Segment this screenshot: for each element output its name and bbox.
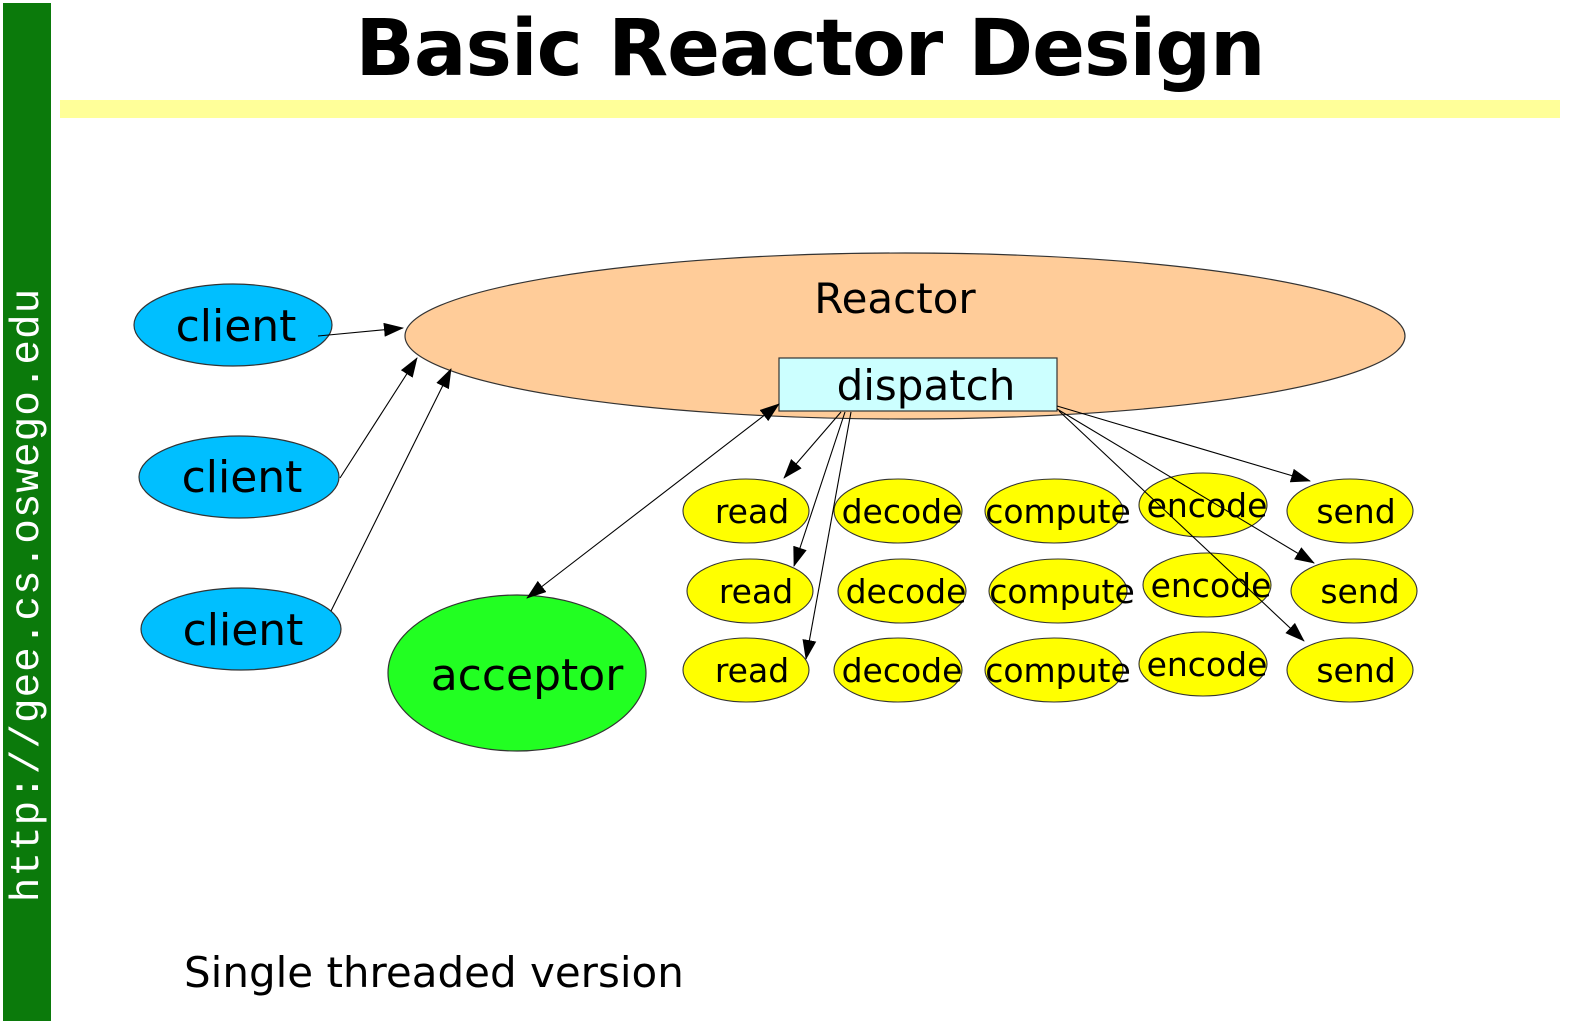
handler-send-node: send — [1290, 558, 1418, 624]
sidebar-banner: http://gee.cs.oswego.edu — [3, 3, 51, 1021]
handler-send-label: send — [1316, 651, 1395, 690]
edge-dispatch-read1 — [783, 411, 842, 479]
handler-send-label: send — [1320, 572, 1399, 611]
handler-read-node: read — [682, 637, 810, 703]
handler-decode-label: decode — [842, 651, 963, 690]
edge-dispatch-read2 — [793, 411, 846, 567]
handler-read-label: read — [715, 651, 789, 690]
handler-send-ellipse — [1286, 478, 1414, 544]
handler-compute-node: compute — [988, 558, 1135, 624]
handler-decode-ellipse — [837, 558, 967, 624]
edge-dispatch-read3 — [802, 411, 852, 660]
dispatch-node: dispatch — [778, 357, 1058, 412]
handler-decode-node: decode — [833, 637, 963, 703]
handler-read-node: read — [682, 478, 810, 544]
handler-send-node: send — [1286, 637, 1414, 703]
client-ellipse — [133, 283, 333, 367]
handler-encode-ellipse — [1142, 552, 1272, 618]
edge-dispatch-send3 — [1058, 410, 1305, 642]
handler-compute-ellipse — [988, 558, 1128, 624]
handler-encode-ellipse — [1138, 472, 1268, 538]
handler-decode-label: decode — [842, 492, 963, 531]
edge-client3-reactor — [330, 368, 452, 612]
edge-dispatch-acceptor — [526, 403, 780, 599]
handler-decode-ellipse — [833, 478, 963, 544]
acceptor-node: acceptor — [387, 594, 647, 752]
handler-decode-ellipse — [833, 637, 963, 703]
edge-client2-reactor — [339, 357, 418, 479]
handler-read-ellipse — [682, 637, 810, 703]
client-node: client — [133, 283, 333, 367]
handler-decode-node: decode — [837, 558, 967, 624]
acceptor-label: acceptor — [431, 650, 625, 701]
slide-title: Basic Reactor Design — [355, 4, 1265, 94]
handler-encode-label: encode — [1147, 645, 1268, 684]
handler-send-node: send — [1286, 478, 1414, 544]
dispatch-label: dispatch — [837, 361, 1016, 410]
handler-compute-label: compute — [985, 651, 1131, 690]
client-ellipse — [138, 435, 340, 519]
slide-caption: Single threaded version — [184, 948, 684, 997]
acceptor-ellipse — [387, 594, 647, 752]
handler-read-node: read — [686, 558, 814, 624]
handler-compute-label: compute — [985, 492, 1131, 531]
handler-compute-ellipse — [984, 478, 1124, 544]
client-node: client — [138, 435, 340, 519]
edge-client1-reactor — [317, 322, 404, 337]
reactor-ellipse — [404, 252, 1406, 420]
client-node: client — [140, 587, 342, 671]
handler-send-label: send — [1316, 492, 1395, 531]
client-label: client — [176, 301, 297, 352]
handler-grid: read decode compute encode send read decode com… — [682, 472, 1418, 703]
handler-encode-label: encode — [1147, 486, 1268, 525]
handler-encode-node: encode — [1142, 552, 1272, 618]
handler-encode-ellipse — [1138, 631, 1268, 697]
client-label: client — [182, 452, 303, 503]
handler-encode-label: encode — [1151, 566, 1272, 605]
handler-read-label: read — [715, 492, 789, 531]
reactor-node: Reactor — [404, 252, 1406, 420]
edge-dispatch-send2 — [1056, 408, 1315, 564]
handler-send-ellipse — [1286, 637, 1414, 703]
handler-encode-node: encode — [1138, 631, 1268, 697]
title-underline — [60, 100, 1560, 118]
handler-decode-label: decode — [846, 572, 967, 611]
handler-read-label: read — [719, 572, 793, 611]
handler-compute-node: compute — [984, 637, 1131, 703]
edge-dispatch-send1 — [1056, 405, 1311, 483]
handler-encode-node: encode — [1138, 472, 1268, 538]
handler-compute-ellipse — [984, 637, 1124, 703]
reactor-label: Reactor — [814, 274, 976, 323]
client-label: client — [183, 605, 304, 656]
handler-send-ellipse — [1290, 558, 1418, 624]
dispatch-box — [778, 357, 1058, 412]
handler-decode-node: decode — [833, 478, 963, 544]
handler-compute-node: compute — [984, 478, 1131, 544]
edges — [317, 322, 1315, 660]
client-ellipse — [140, 587, 342, 671]
handler-compute-label: compute — [989, 572, 1135, 611]
